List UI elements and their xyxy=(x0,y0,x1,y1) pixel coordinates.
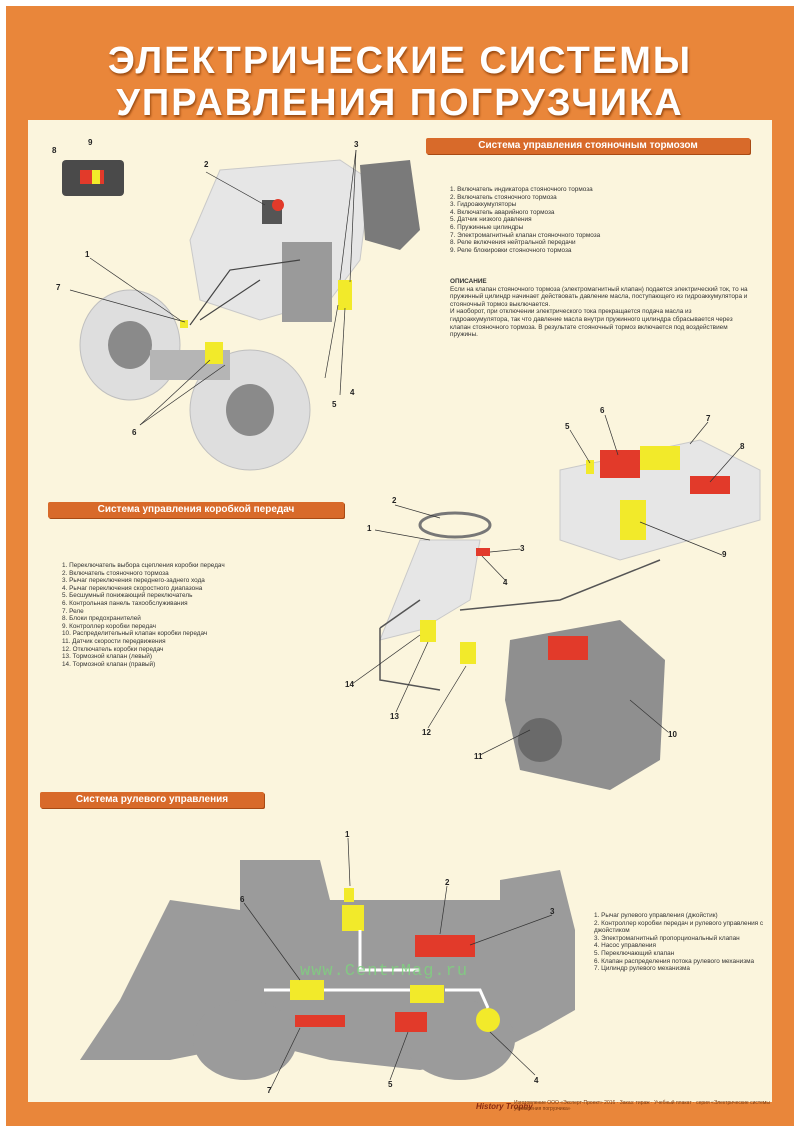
footer-imprint: Изготовление ООО «Эксперт-Проект» 2016 ·… xyxy=(514,1100,770,1112)
transmission-illustration xyxy=(379,439,761,790)
legend-item: 8. Блоки предохранителей xyxy=(62,615,141,623)
legend-item: 6. Контрольная панель тахообслуживания xyxy=(62,599,188,607)
callout-s2: 2 xyxy=(445,878,450,887)
legend-item: 9. Контроллер коробки передач xyxy=(62,622,156,630)
callout-s3: 3 xyxy=(550,907,555,916)
legend-item: 7. Реле xyxy=(62,607,84,615)
steering-illustration xyxy=(80,860,575,1080)
leader-lines xyxy=(69,149,741,1091)
watermark: www.CentrMag.ru xyxy=(300,962,469,981)
steering-heading: Система рулевого управления xyxy=(40,792,264,808)
callout-t5: 5 xyxy=(565,422,570,431)
legend-item: 13. Тормозной клапан (левый) xyxy=(62,653,152,661)
callout-t13: 13 xyxy=(390,712,399,721)
callout-t9: 9 xyxy=(722,550,727,559)
callout-t8: 8 xyxy=(740,442,745,451)
callout-6: 6 xyxy=(132,428,137,437)
legend-item: 5. Бесшумный понижающий переключатель xyxy=(62,592,193,600)
publisher-logo: History Trophy xyxy=(476,1102,533,1111)
steering-legend: 1. Рычаг рулевого управления (джойстик) … xyxy=(594,912,774,973)
callout-t14: 14 xyxy=(345,680,354,689)
legend-item: 4. Насос управления xyxy=(594,942,656,950)
callout-t7: 7 xyxy=(706,414,711,423)
parking-brake-description: ОПИСАНИЕ Если на клапан стояночного торм… xyxy=(450,278,750,339)
legend-item: 6. Пружинные цилиндры xyxy=(450,223,524,231)
legend-item: 7. Электромагнитный клапан стояночного т… xyxy=(450,231,601,239)
callout-t12: 12 xyxy=(422,728,431,737)
legend-item: 2. Контроллер коробки передач и рулевого… xyxy=(594,919,764,935)
legend-item: 7. Цилиндр рулевого механизма xyxy=(594,965,690,973)
transmission-heading: Система управления коробкой передач xyxy=(48,502,344,518)
callout-5: 5 xyxy=(332,400,337,409)
callout-t4: 4 xyxy=(503,578,508,587)
callout-t10: 10 xyxy=(668,730,677,739)
legend-item: 9. Реле блокировки стояночного тормоза xyxy=(450,246,572,254)
description-paragraph-2: И наоборот, при отключении электрическог… xyxy=(450,308,733,339)
transmission-legend: 1. Переключатель выбора сцепления коробк… xyxy=(62,562,282,668)
legend-item: 1. Включатель индикатора стояночного тор… xyxy=(450,186,593,193)
description-title: ОПИСАНИЕ xyxy=(450,278,487,285)
callout-8: 8 xyxy=(52,146,57,155)
callout-s5: 5 xyxy=(388,1080,393,1089)
callout-s6: 6 xyxy=(240,895,245,904)
callout-s1: 1 xyxy=(345,830,350,839)
parking-brake-heading: Система управления стояночным тормозом xyxy=(426,138,750,154)
legend-item: 10. Распределительный клапан коробки пер… xyxy=(62,630,208,638)
legend-item: 8. Реле включения нейтральной передачи xyxy=(450,239,576,247)
legend-item: 5. Переключающий клапан xyxy=(594,949,675,957)
legend-item: 14. Тормозной клапан (правый) xyxy=(62,660,156,668)
callout-7: 7 xyxy=(56,283,61,292)
callout-2: 2 xyxy=(204,160,209,169)
legend-item: 1. Переключатель выбора сцепления коробк… xyxy=(62,562,225,569)
legend-item: 3. Рычаг переключения переднего-заднего … xyxy=(62,577,205,585)
poster-title: ЭЛЕКТРИЧЕСКИЕ СИСТЕМЫ УПРАВЛЕНИЯ ПОГРУЗЧ… xyxy=(6,40,794,124)
callout-s7: 7 xyxy=(267,1086,272,1095)
description-paragraph-1: Если на клапан стояночного тормоза (элек… xyxy=(450,285,748,308)
callout-1: 1 xyxy=(85,250,90,259)
legend-item: 1. Рычаг рулевого управления (джойстик) xyxy=(594,912,718,919)
callout-4: 4 xyxy=(350,388,355,397)
callout-t2: 2 xyxy=(392,496,397,505)
parking-brake-legend: 1. Включатель индикатора стояночного тор… xyxy=(450,186,750,254)
legend-item: 3. Гидроаккумуляторы xyxy=(450,201,517,209)
legend-item: 12. Отключатель коробки передач xyxy=(62,645,164,653)
parking-brake-illustration xyxy=(62,159,420,471)
legend-item: 3. Электромагнитный пропорциональный кла… xyxy=(594,934,740,942)
legend-item: 2. Включатель стояночного тормоза xyxy=(62,569,169,577)
callout-9: 9 xyxy=(88,138,93,147)
title-line-1: ЭЛЕКТРИЧЕСКИЕ СИСТЕМЫ xyxy=(107,40,693,82)
callout-t11: 11 xyxy=(474,752,483,761)
legend-item: 5. Датчик низкого давления xyxy=(450,216,532,224)
callout-3: 3 xyxy=(354,140,359,149)
legend-item: 6. Клапан распределения потока рулевого … xyxy=(594,957,755,965)
legend-item: 11. Датчик скорости передвижения xyxy=(62,637,166,645)
title-line-2: УПРАВЛЕНИЯ ПОГРУЗЧИКА xyxy=(116,82,684,124)
callout-t1: 1 xyxy=(367,524,372,533)
callout-t3: 3 xyxy=(520,544,525,553)
legend-item: 4. Включатель аварийного тормоза xyxy=(450,208,555,216)
legend-item: 4. Рычаг переключения скоростного диапаз… xyxy=(62,584,203,592)
callout-t6: 6 xyxy=(600,406,605,415)
legend-item: 2. Включатель стояночного тормоза xyxy=(450,193,557,201)
callout-s4: 4 xyxy=(534,1076,539,1085)
